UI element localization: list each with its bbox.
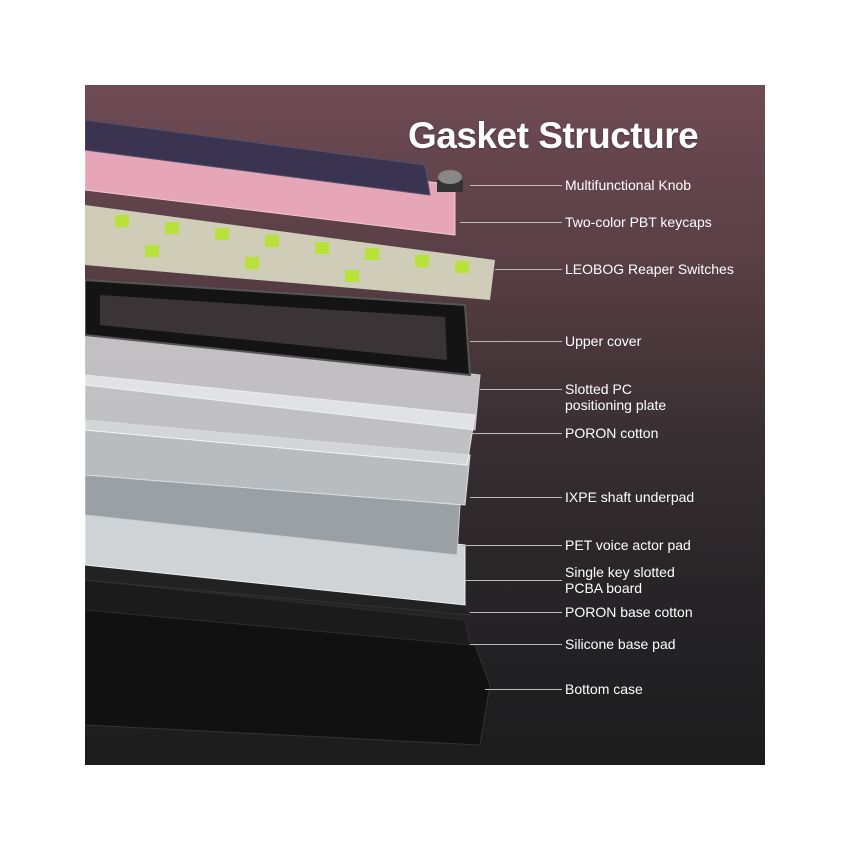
label-pet: PET voice actor pad [565, 537, 691, 553]
label-knob: Multifunctional Knob [565, 177, 692, 193]
keycaps-dark [85, 119, 431, 196]
label-keycaps: Two-color PBT keycaps [565, 214, 712, 230]
label-line: PCBA board [565, 580, 643, 596]
label-upper-cover: Upper cover [565, 333, 642, 349]
silicone-base-pad [85, 579, 471, 646]
label-switches: LEOBOG Reaper Switches [565, 261, 734, 277]
diagram-title: Gasket Structure [408, 115, 699, 156]
label-line: Slotted PC [565, 381, 632, 397]
exploded-keyboard-illustration [85, 119, 495, 746]
label-bottom-case: Bottom case [565, 681, 643, 697]
switch-layer [85, 205, 495, 300]
label-poron-cotton: PORON cotton [565, 425, 659, 441]
label-ixpe: IXPE shaft underpad [565, 489, 695, 505]
product-diagram: Gasket Structure Multifunctional Knob Tw… [85, 85, 765, 765]
label-line: positioning plate [565, 397, 667, 413]
label-line: Single key slotted [565, 564, 675, 580]
label-silicone: Silicone base pad [565, 636, 676, 652]
label-poron-base: PORON base cotton [565, 604, 693, 620]
